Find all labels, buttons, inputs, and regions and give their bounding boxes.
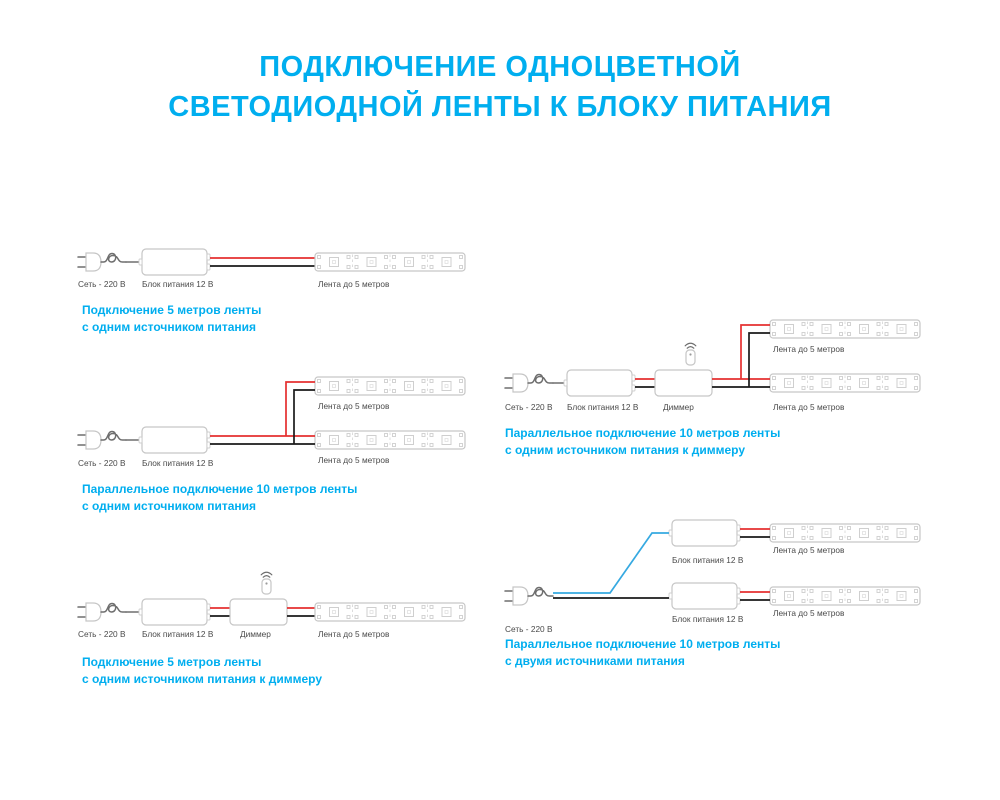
diagram-1: Сеть - 220 В Блок питания 12 В Лента до … [77,248,465,334]
page-title: ПОДКЛЮЧЕНИЕ ОДНОЦВЕТНОЙ СВЕТОДИОДНОЙ ЛЕН… [0,47,1000,127]
diagram-3-caption-line2: с одним источником питания к диммеру [82,672,322,686]
led-strip [770,587,920,605]
led-strip [770,524,920,542]
wire-blue [553,532,669,594]
strip-label: Лента до 5 метров [318,629,390,639]
mains-label: Сеть - 220 В [505,402,553,412]
dimmer-box [229,598,288,626]
strip-label: Лента до 5 метров [773,545,845,555]
diagram-1-caption-line1: Подключение 5 метров ленты [82,303,261,317]
mains-label: Сеть - 220 В [78,629,126,639]
strip-label: Лента до 5 метров [773,402,845,412]
strip-label: Лента до 5 метров [318,455,390,465]
diagram-4: Лента до 5 метров Лента до 5 метров Сеть… [504,320,920,457]
psu-label: Блок питания 12 В [672,614,744,624]
psu-label: Блок питания 12 В [672,555,744,565]
plug-icon [504,373,554,393]
plug-icon [77,602,127,622]
page-title-line2: СВЕТОДИОДНОЙ ЛЕНТЫ К БЛОКУ ПИТАНИЯ [168,91,832,123]
diagram-3: Сеть - 220 В Блок питания 12 В Диммер Ле… [77,571,465,686]
psu-box [138,598,211,626]
plug-icon [77,252,127,272]
psu-box [138,248,211,276]
mains-label: Сеть - 220 В [78,279,126,289]
diagram-3-caption-line1: Подключение 5 метров ленты [82,655,261,669]
psu-box [668,582,741,610]
psu-box [668,519,741,547]
diagram-2-caption-line2: с одним источником питания [82,499,256,513]
diagram-5: Лента до 5 метров Блок питания 12 В Лент… [504,519,920,668]
wire-red [210,381,315,437]
diagram-4-caption-line2: с одним источником питания к диммеру [505,443,745,457]
remote-icon [684,342,697,366]
psu-label: Блок питания 12 В [142,458,214,468]
wire-red [712,324,770,380]
led-strip [770,320,920,338]
strip-label: Лента до 5 метров [318,401,390,411]
plug-icon [504,586,554,606]
strip-label: Лента до 5 метров [773,608,845,618]
diagram-4-caption-line1: Параллельное подключение 10 метров ленты [505,426,780,440]
led-strip [315,603,465,621]
strip-label: Лента до 5 метров [773,344,845,354]
psu-label: Блок питания 12 В [567,402,639,412]
plug-icon [77,430,127,450]
strip-label: Лента до 5 метров [318,279,390,289]
page-title-line1: ПОДКЛЮЧЕНИЕ ОДНОЦВЕТНОЙ [259,51,741,83]
diagram-5-caption-line1: Параллельное подключение 10 метров ленты [505,637,780,651]
psu-box [138,426,211,454]
wire-black [712,332,770,388]
diagram-2-caption-line1: Параллельное подключение 10 метров ленты [82,482,357,496]
diagram-2: Лента до 5 метров Лента до 5 метров Сеть… [77,377,465,513]
led-strip [315,377,465,395]
psu-label: Блок питания 12 В [142,629,214,639]
diagram-1-caption-line2: с одним источником питания [82,320,256,334]
led-strip [770,374,920,392]
diagram-5-caption-line2: с двумя источниками питания [505,654,685,668]
led-strip [315,253,465,271]
mains-label: Сеть - 220 В [505,624,553,634]
remote-icon [260,571,273,595]
wire-black [210,389,315,445]
mains-label: Сеть - 220 В [78,458,126,468]
dimmer-label: Диммер [663,402,694,412]
led-strip [315,431,465,449]
dimmer-label: Диммер [240,629,271,639]
psu-box [563,369,636,397]
psu-label: Блок питания 12 В [142,279,214,289]
dimmer-box [654,369,713,397]
